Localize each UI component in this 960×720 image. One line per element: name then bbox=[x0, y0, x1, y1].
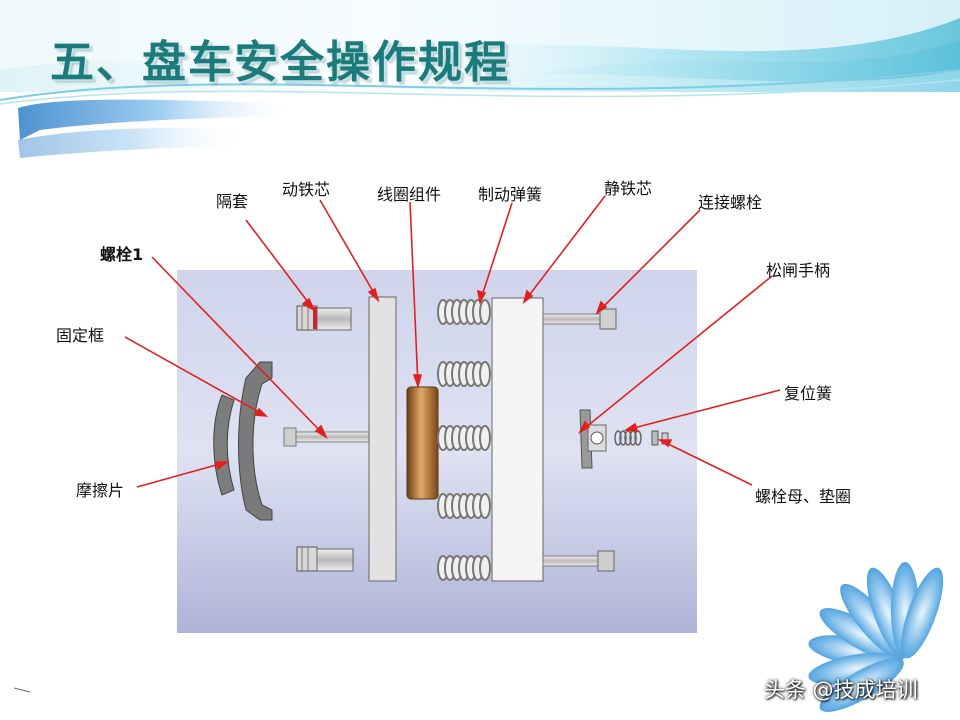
label-stator-core: 静铁芯 bbox=[604, 179, 653, 198]
friction-pad bbox=[213, 394, 235, 496]
armature-plate bbox=[368, 296, 397, 582]
bolt-1 bbox=[283, 431, 375, 443]
label-spacer: 隔套 bbox=[216, 192, 249, 211]
slide-title: 五、盘车安全操作规程 bbox=[50, 37, 510, 88]
label-return-spring: 复位簧 bbox=[784, 384, 833, 403]
callout-arrows bbox=[124, 195, 781, 488]
label-coil: 线圈组件 bbox=[377, 185, 442, 204]
label-armature: 动铁芯 bbox=[282, 180, 331, 199]
connecting-bolts bbox=[542, 308, 617, 572]
spacer-bottom bbox=[296, 546, 354, 572]
label-brake-spring: 制动弹簧 bbox=[478, 185, 543, 204]
label-nut-washer: 螺栓母、垫圈 bbox=[755, 487, 852, 506]
label-fixed-frame: 固定框 bbox=[56, 326, 105, 345]
stator-core-plate bbox=[491, 297, 544, 582]
brake-springs bbox=[437, 299, 491, 581]
watermark: 头条 @技成培训 bbox=[764, 678, 918, 702]
return-spring bbox=[614, 430, 642, 446]
label-friction-pad: 摩擦片 bbox=[76, 481, 125, 500]
label-connecting-bolt: 连接螺栓 bbox=[698, 193, 763, 212]
label-release-handle: 松闸手柄 bbox=[766, 261, 831, 280]
spacer-top bbox=[296, 305, 352, 331]
nut-washer bbox=[651, 430, 669, 446]
fixed-frame bbox=[238, 361, 273, 521]
coil-assembly bbox=[406, 386, 439, 500]
label-bolt-1: 螺栓1 bbox=[100, 245, 144, 264]
